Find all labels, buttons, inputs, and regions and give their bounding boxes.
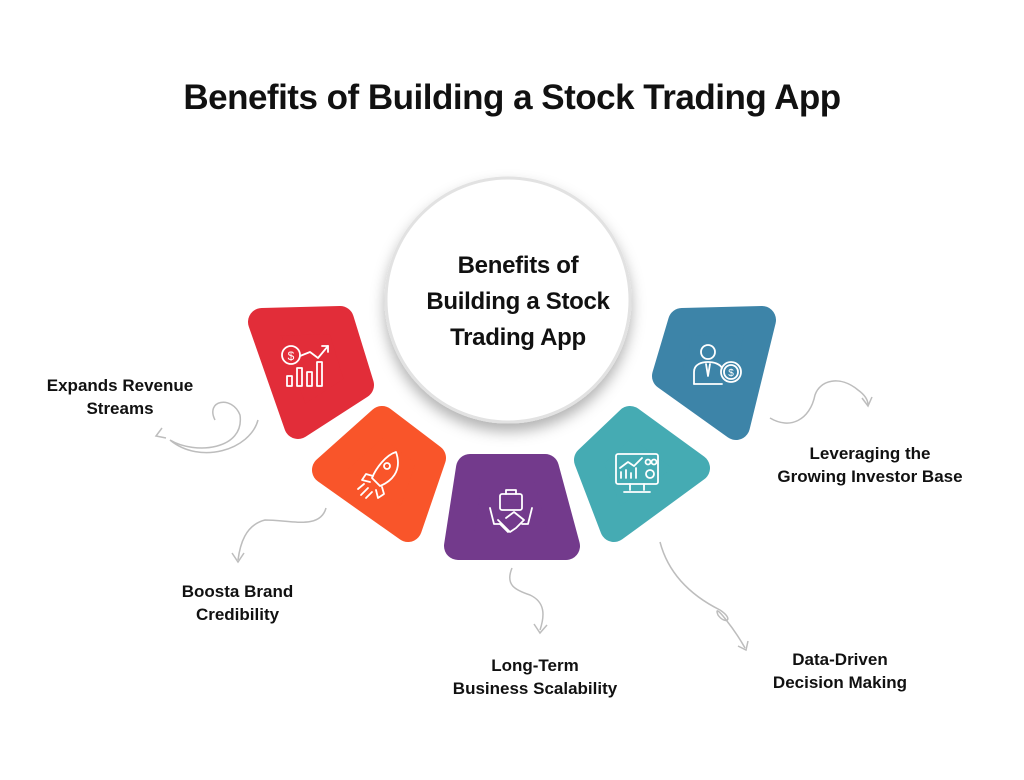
arrowhead-scalability [533, 623, 548, 635]
investor-icon: $ [693, 344, 742, 385]
center-circle [384, 176, 632, 424]
label-line: Long-Term [491, 656, 579, 675]
label-line: Streams [86, 399, 154, 418]
rocket-icon [357, 451, 399, 499]
revenue-growth-icon: $ [281, 345, 329, 387]
connector-arrows [154, 380, 873, 652]
label-line: Decision Making [772, 673, 908, 692]
center-line-3: Trading App [450, 324, 586, 351]
analytics-monitor-icon [615, 453, 659, 493]
center-line-2: Building a Stock [426, 288, 610, 315]
arrowhead-brand [231, 552, 245, 564]
label-line: Growing Investor Base [777, 467, 963, 486]
arrowhead-data [737, 640, 749, 652]
label-brand: Boosta Brand Credibility [150, 580, 325, 626]
center-line-1: Benefits of [457, 252, 579, 279]
label-scalability: Long-Term Business Scalability [430, 654, 640, 700]
connector-data [659, 541, 746, 649]
label-revenue: Expands Revenue Streams [30, 374, 210, 420]
petal-data [574, 406, 710, 542]
connector-investor [769, 380, 869, 424]
connector-scalability [509, 567, 544, 631]
connector-brand [237, 507, 327, 561]
label-line: Business Scalability [452, 679, 618, 698]
label-line: Data-Driven [792, 650, 888, 669]
svg-text:$: $ [728, 368, 734, 379]
connector-revenue [169, 401, 259, 454]
page-title: Benefits of Building a Stock Trading App [183, 78, 841, 117]
arrowhead-investor [861, 396, 873, 408]
petal-brand [312, 406, 446, 542]
svg-text:$: $ [288, 349, 295, 363]
label-line: Credibility [195, 605, 280, 624]
label-line: Leveraging the [809, 444, 931, 463]
label-data: Data-Driven Decision Making [745, 648, 935, 694]
label-line: Expands Revenue [46, 376, 194, 395]
arrowhead-revenue [154, 427, 167, 439]
label-investor: Leveraging the Growing Investor Base [760, 442, 980, 488]
label-line: Boosta Brand [181, 582, 294, 601]
petal-investor [652, 306, 776, 440]
petal-scalability [444, 454, 580, 560]
handshake-briefcase-icon [489, 489, 533, 533]
center-heading: Benefits of Building a Stock Trading App [398, 248, 638, 356]
